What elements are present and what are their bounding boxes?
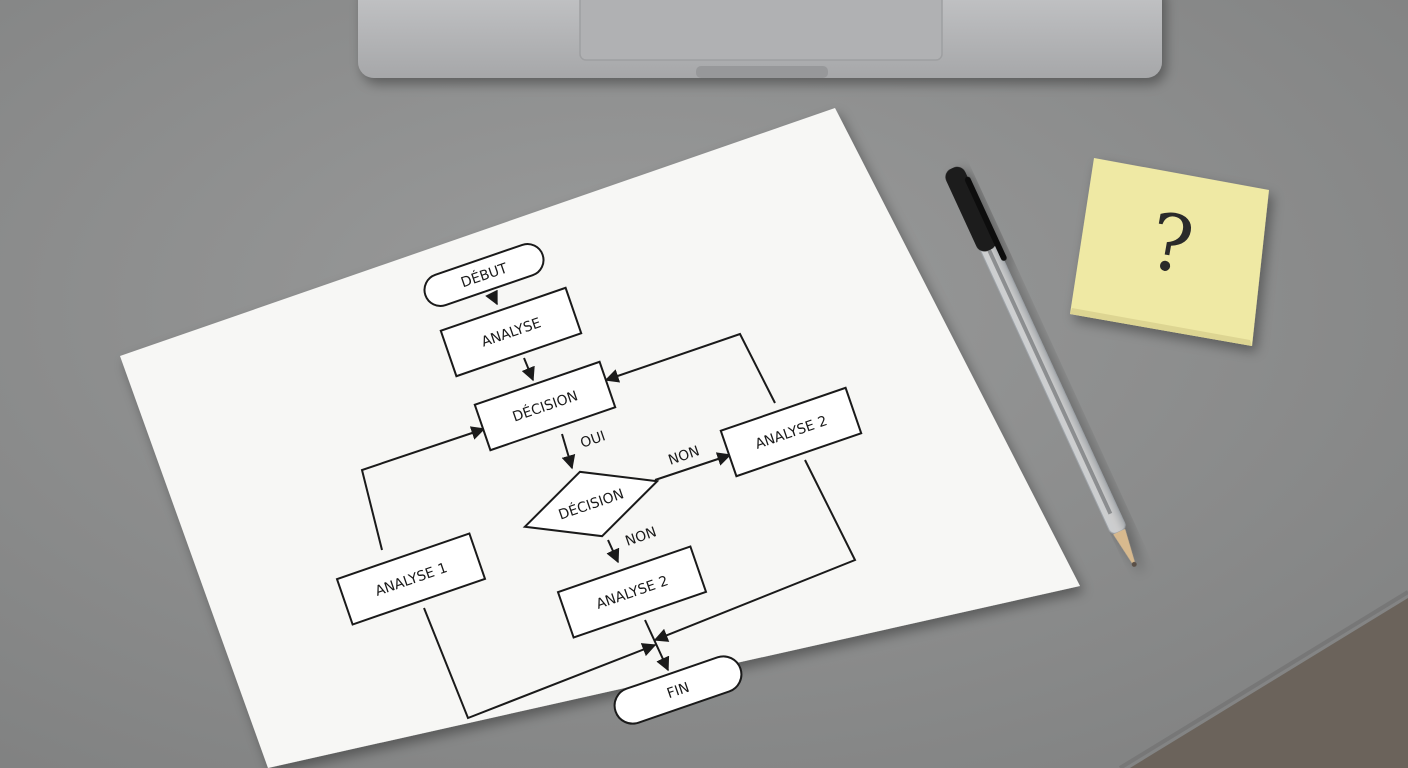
laptop-trackpad bbox=[579, 0, 943, 61]
desk-edge-line bbox=[1118, 590, 1408, 768]
edge-start-analyse bbox=[485, 289, 498, 306]
edge-analyse2bottom-fin bbox=[644, 619, 670, 672]
edge-decision2-analyse2right bbox=[654, 452, 732, 481]
sticky-note: ? bbox=[1070, 158, 1269, 346]
pen-cone bbox=[1113, 528, 1135, 564]
pen-cap bbox=[945, 166, 997, 252]
edge-decision-decision2 bbox=[561, 433, 576, 470]
node-decision-2: DÉCISION bbox=[522, 470, 660, 538]
node-analyse-2-right: ANALYSE 2 bbox=[719, 386, 863, 478]
laptop-notch bbox=[696, 66, 828, 78]
node-analyse: ANALYSE bbox=[439, 286, 583, 378]
flowchart: DÉBUT ANALYSE DÉCISION DÉCISION ANALYSE … bbox=[335, 243, 863, 725]
pen-ink-tube bbox=[982, 238, 1113, 515]
node-start: DÉBUT bbox=[423, 243, 545, 307]
laptop bbox=[358, 0, 1162, 78]
pen-tip bbox=[1131, 561, 1137, 567]
node-decision-1: DÉCISION bbox=[473, 360, 617, 452]
edge-analyse1-loop bbox=[360, 426, 486, 551]
edge-analyse1-fin bbox=[423, 607, 657, 720]
node-analyse-2-bottom: ANALYSE 2 bbox=[556, 545, 708, 639]
ballpoint-pen bbox=[945, 166, 1137, 567]
node-analyse-1: ANALYSE 1 bbox=[335, 532, 487, 626]
node-end-label: FIN bbox=[665, 680, 692, 703]
edge-analyse2right-loop bbox=[604, 332, 776, 404]
edge-label-oui: OUI bbox=[578, 428, 607, 451]
edge-analyse-decision bbox=[521, 357, 535, 382]
node-end: FIN bbox=[613, 655, 743, 725]
desk-edge bbox=[1130, 598, 1408, 768]
pen-clip bbox=[964, 176, 1007, 261]
edge-analyse2right-fin bbox=[653, 459, 857, 642]
edge-decision2-analyse2bottom bbox=[606, 539, 620, 564]
